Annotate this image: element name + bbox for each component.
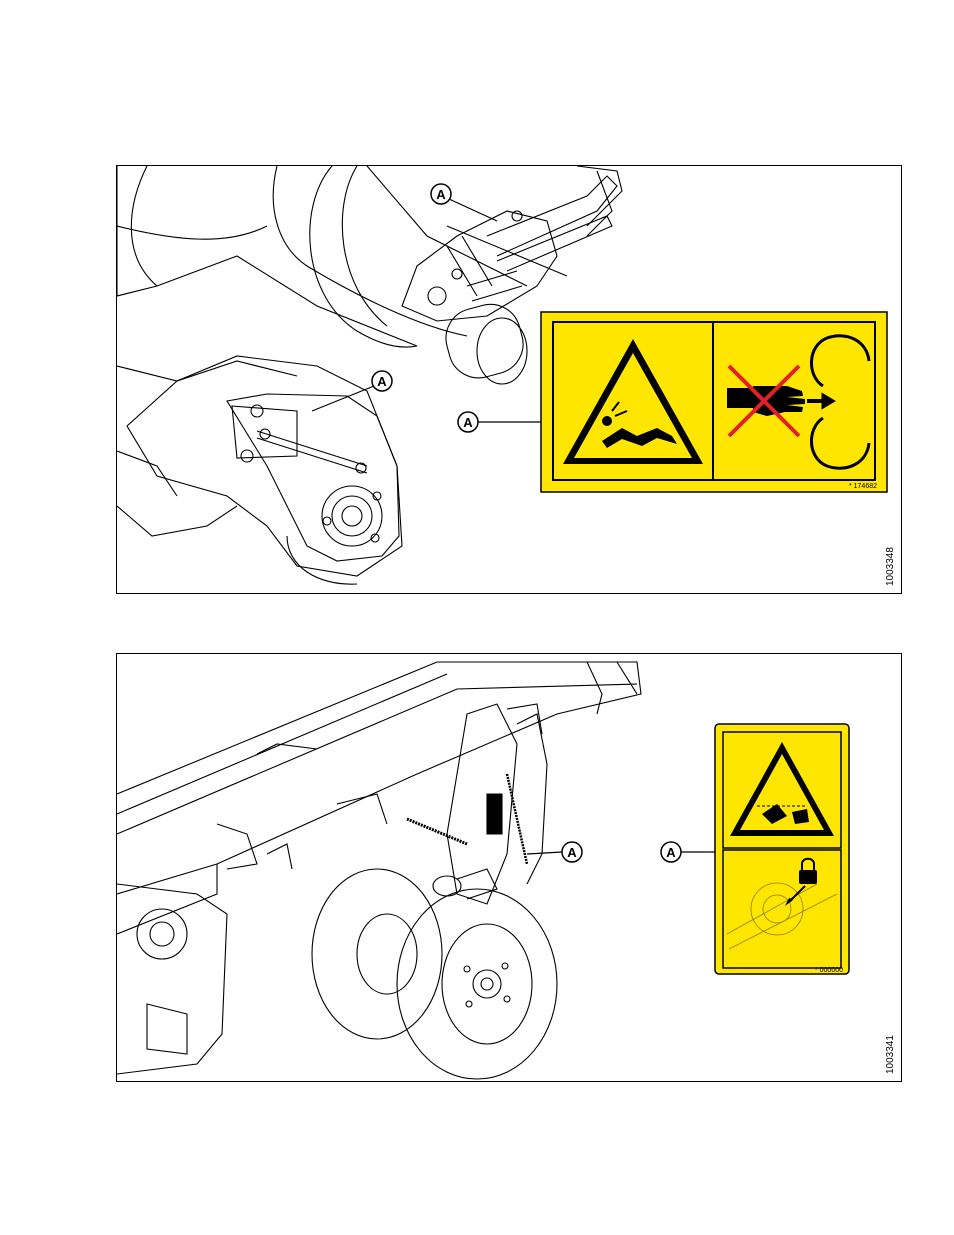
callout-label: A	[436, 187, 446, 202]
figure-2: A A	[116, 653, 902, 1082]
callout-label: A	[377, 374, 387, 389]
figure-1-illustration: A A A	[117, 166, 902, 594]
figure-id-label: 1003348	[885, 547, 896, 586]
callout-label: A	[666, 845, 676, 860]
figure-2-illustration: A A	[117, 654, 902, 1082]
safety-decal-entanglement: * 174682	[541, 312, 887, 492]
callout-a-top: A	[431, 184, 497, 221]
callout-a-arm: A	[527, 842, 582, 862]
callout-label: A	[463, 415, 473, 430]
safety-decal-lockout: * 000000	[715, 724, 849, 974]
callout-a-middle: A	[312, 371, 392, 411]
callout-a-decal: A	[661, 842, 715, 862]
figure-id-label: 1003341	[885, 1035, 896, 1074]
decal-part-number: * 174682	[849, 483, 877, 490]
figure-1: A A A	[116, 165, 902, 594]
callout-a-decal: A	[458, 412, 541, 432]
decal-part-number: * 000000	[815, 967, 843, 974]
callout-label: A	[567, 845, 577, 860]
